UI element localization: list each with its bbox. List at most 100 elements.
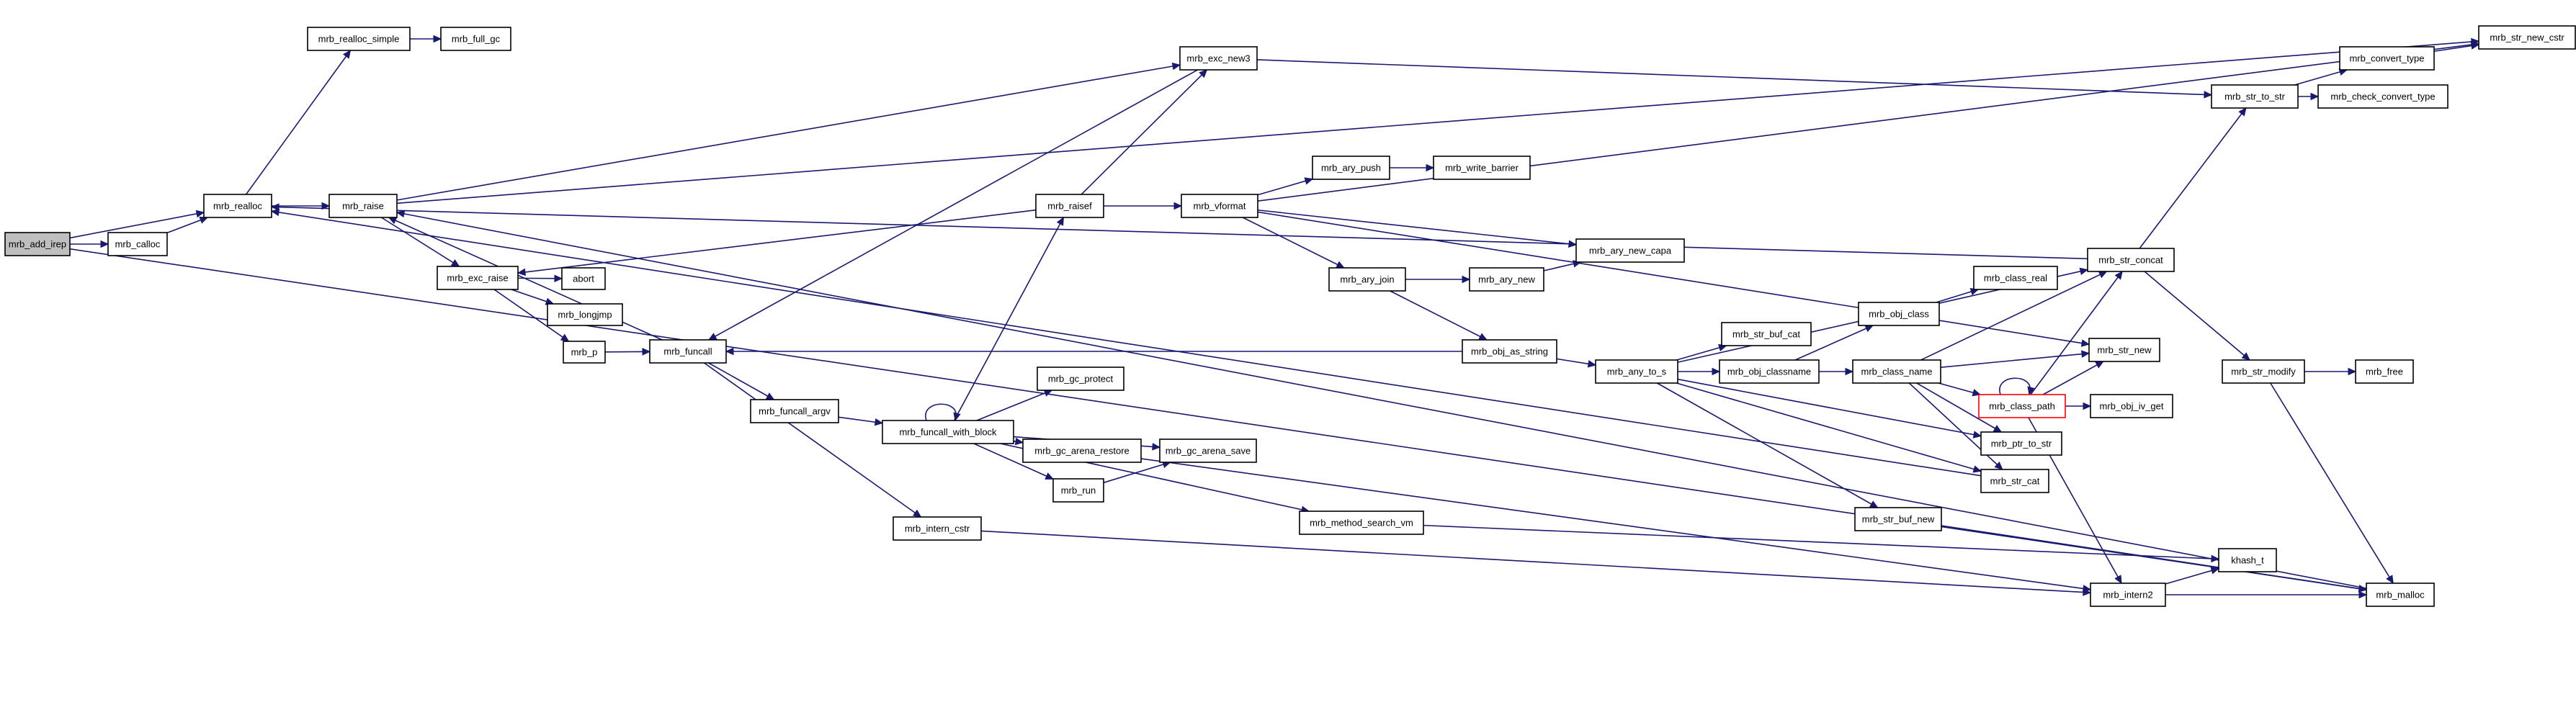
node-box[interactable]	[750, 399, 839, 423]
node-box[interactable]	[107, 232, 168, 256]
node-class-path[interactable]: mrb_class_path	[1978, 394, 2066, 418]
node-ary-new[interactable]: mrb_ary_new	[1469, 267, 1544, 292]
node-box[interactable]	[2090, 394, 2173, 418]
node-convert-type[interactable]: mrb_convert_type	[2339, 46, 2435, 71]
node-box[interactable]	[1328, 267, 1406, 292]
node-box[interactable]	[1858, 302, 1940, 326]
node-obj-as-string[interactable]: mrb_obj_as_string	[1462, 339, 1557, 364]
node-class-real[interactable]: mrb_class_real	[1973, 266, 2058, 290]
node-box[interactable]	[1980, 431, 2062, 456]
node-funcall-argv[interactable]: mrb_funcall_argv	[750, 399, 839, 423]
node-write-barrier[interactable]: mrb_write_barrier	[1433, 156, 1531, 180]
node-ary-push[interactable]: mrb_ary_push	[1312, 156, 1390, 180]
node-abort[interactable]: abort	[561, 267, 606, 290]
node-box[interactable]	[1978, 394, 2066, 418]
node-gc-arena-save[interactable]: mrb_gc_arena_save	[1159, 439, 1257, 463]
node-box[interactable]	[1052, 478, 1104, 503]
node-box[interactable]	[2355, 359, 2414, 384]
node-longjmp[interactable]: mrb_longjmp	[547, 303, 623, 326]
node-intern2[interactable]: mrb_intern2	[2090, 583, 2166, 607]
node-malloc[interactable]: mrb_malloc	[2366, 583, 2435, 607]
node-box[interactable]	[1179, 46, 1258, 71]
node-realloc-simple[interactable]: mrb_realloc_simple	[307, 27, 411, 51]
node-intern-cstr[interactable]: mrb_intern_cstr	[893, 516, 982, 541]
node-str-new[interactable]: mrb_str_new	[2088, 338, 2160, 362]
node-p[interactable]: mrb_p	[563, 341, 606, 364]
node-box[interactable]	[1312, 156, 1390, 180]
node-box[interactable]	[307, 27, 411, 51]
node-obj-classname[interactable]: mrb_obj_classname	[1719, 359, 1820, 384]
node-box[interactable]	[1035, 194, 1104, 218]
node-raisef[interactable]: mrb_raisef	[1035, 194, 1104, 218]
node-box[interactable]	[893, 516, 982, 541]
node-box[interactable]	[1854, 507, 1942, 531]
node-str-new-cstr[interactable]: mrb_str_new_cstr	[2478, 25, 2576, 50]
node-vformat[interactable]: mrb_vformat	[1181, 194, 1258, 218]
node-method-search-vm[interactable]: mrb_method_search_vm	[1299, 511, 1424, 535]
node-box[interactable]	[1433, 156, 1531, 180]
node-box[interactable]	[1852, 359, 1941, 384]
node-box[interactable]	[2222, 359, 2305, 384]
node-str-to-str[interactable]: mrb_str_to_str	[2211, 84, 2299, 109]
node-obj-iv-get[interactable]: mrb_obj_iv_get	[2090, 394, 2173, 418]
node-free[interactable]: mrb_free	[2355, 359, 2414, 384]
node-box[interactable]	[2317, 84, 2448, 109]
node-box[interactable]	[1181, 194, 1258, 218]
node-ary-join[interactable]: mrb_ary_join	[1328, 267, 1406, 292]
node-funcall[interactable]: mrb_funcall	[649, 339, 727, 364]
node-box[interactable]	[2339, 46, 2435, 71]
node-str-modify[interactable]: mrb_str_modify	[2222, 359, 2305, 384]
node-box[interactable]	[1469, 267, 1544, 292]
node-box[interactable]	[1719, 359, 1820, 384]
node-box[interactable]	[649, 339, 727, 364]
node-exc-raise[interactable]: mrb_exc_raise	[437, 266, 519, 290]
node-khash-t[interactable]: khash_t	[2218, 548, 2277, 572]
node-add-irep[interactable]: mrb_add_irep	[4, 232, 71, 256]
node-box[interactable]	[561, 267, 606, 290]
node-box[interactable]	[2366, 583, 2435, 607]
node-box[interactable]	[1159, 439, 1257, 463]
node-box[interactable]	[1022, 439, 1142, 463]
node-box[interactable]	[547, 303, 623, 326]
node-full-gc[interactable]: mrb_full_gc	[440, 27, 511, 51]
node-str-buf-new[interactable]: mrb_str_buf_new	[1854, 507, 1942, 531]
node-gc-arena-restore[interactable]: mrb_gc_arena_restore	[1022, 439, 1142, 463]
node-obj-class[interactable]: mrb_obj_class	[1858, 302, 1940, 326]
node-box[interactable]	[2218, 548, 2277, 572]
node-str-cat[interactable]: mrb_str_cat	[1980, 469, 2049, 493]
node-check-convert-type[interactable]: mrb_check_convert_type	[2317, 84, 2448, 109]
node-funcall-with-block[interactable]: mrb_funcall_with_block	[882, 420, 1014, 444]
node-box[interactable]	[1575, 238, 1685, 263]
node-box[interactable]	[203, 194, 272, 218]
node-box[interactable]	[2088, 338, 2160, 362]
node-raise[interactable]: mrb_raise	[328, 194, 398, 218]
node-box[interactable]	[1299, 511, 1424, 535]
node-box[interactable]	[2478, 25, 2576, 50]
node-box[interactable]	[1980, 469, 2049, 493]
node-box[interactable]	[1462, 339, 1557, 364]
node-gc-protect[interactable]: mrb_gc_protect	[1037, 367, 1124, 391]
node-str-concat[interactable]: mrb_str_concat	[2087, 248, 2175, 272]
node-any-to-s[interactable]: mrb_any_to_s	[1595, 359, 1678, 384]
node-calloc[interactable]: mrb_calloc	[107, 232, 168, 256]
node-box[interactable]	[563, 341, 606, 364]
node-box[interactable]	[2211, 84, 2299, 109]
node-class-name[interactable]: mrb_class_name	[1852, 359, 1941, 384]
node-box[interactable]	[1037, 367, 1124, 391]
node-box[interactable]	[882, 420, 1014, 444]
node-box[interactable]	[1973, 266, 2058, 290]
node-box[interactable]	[2087, 248, 2175, 272]
node-box[interactable]	[4, 232, 71, 256]
node-str-buf-cat[interactable]: mrb_str_buf_cat	[1721, 322, 1812, 346]
node-box[interactable]	[1595, 359, 1678, 384]
node-run[interactable]: mrb_run	[1052, 478, 1104, 503]
node-box[interactable]	[437, 266, 519, 290]
node-box[interactable]	[2090, 583, 2166, 607]
node-box[interactable]	[440, 27, 511, 51]
node-exc-new3[interactable]: mrb_exc_new3	[1179, 46, 1258, 71]
node-box[interactable]	[328, 194, 398, 218]
node-box[interactable]	[1721, 322, 1812, 346]
node-ary-new-capa[interactable]: mrb_ary_new_capa	[1575, 238, 1685, 263]
node-ptr-to-str[interactable]: mrb_ptr_to_str	[1980, 431, 2062, 456]
node-realloc[interactable]: mrb_realloc	[203, 194, 272, 218]
